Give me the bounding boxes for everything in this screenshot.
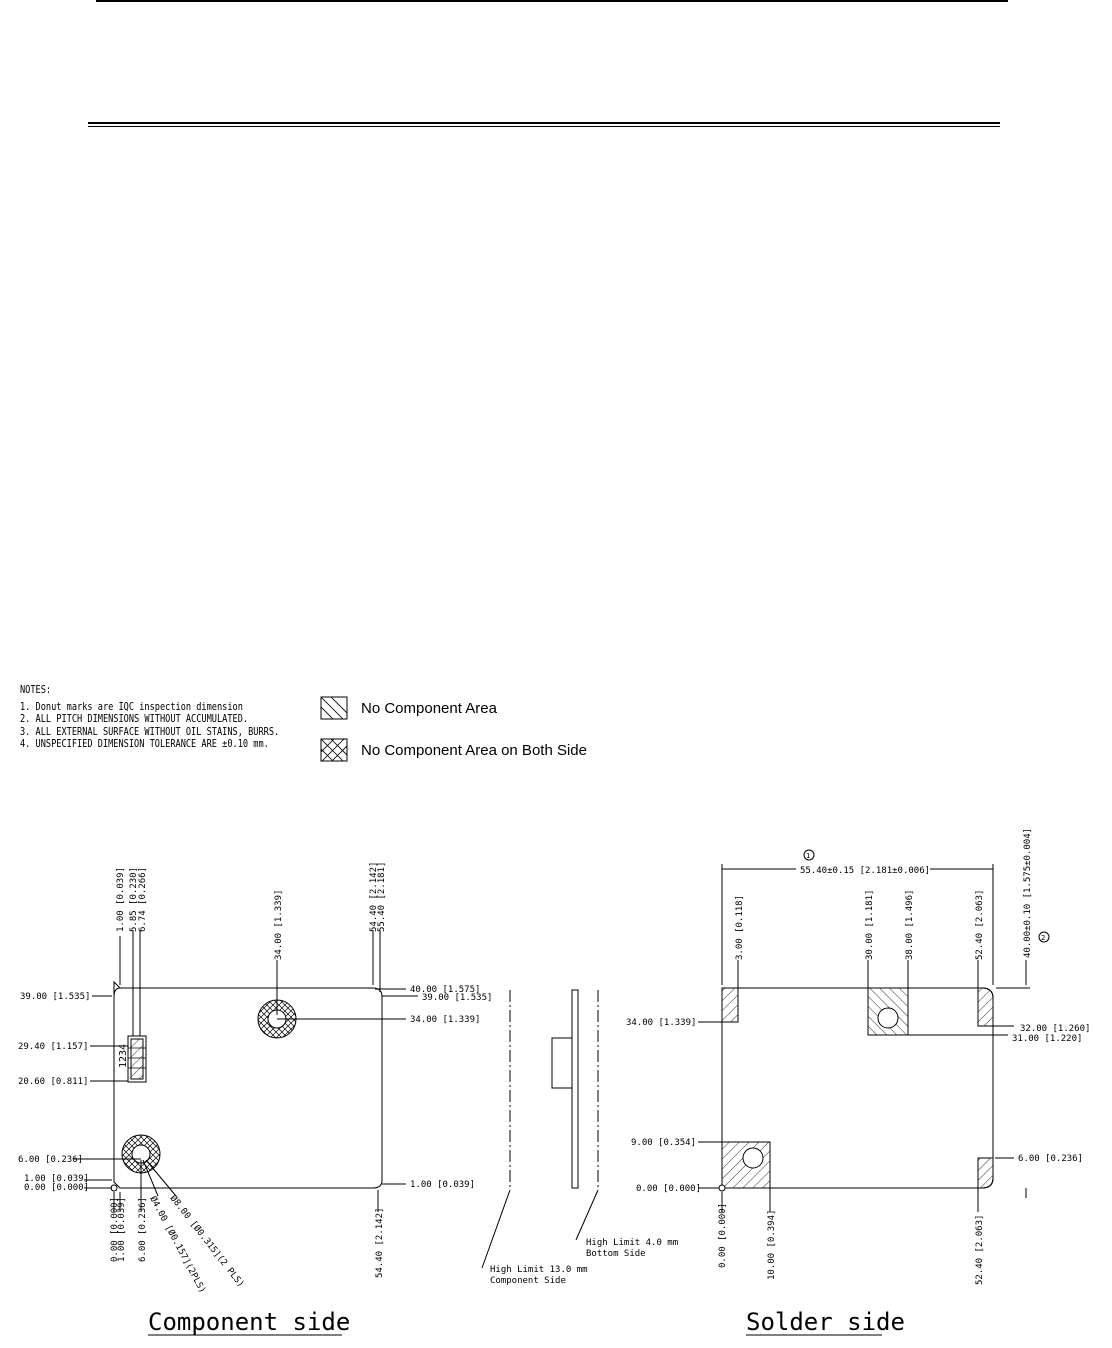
donut-mark-1-icon bbox=[803, 849, 815, 861]
solder-side-view bbox=[698, 849, 1050, 1212]
legend-single-side: No Component Area bbox=[320, 696, 497, 720]
overall-height-text: 40.00±0.10 [1.575±0.004] bbox=[1023, 828, 1033, 958]
connector-pin-text: 1234 bbox=[118, 1044, 129, 1068]
dim-text: 40.00 [1.575] bbox=[410, 985, 480, 995]
dim-text: 52.40 [2.063] bbox=[975, 1215, 985, 1285]
donut-mark-2-icon bbox=[1038, 931, 1050, 943]
dim-text: 9.00 [0.354] bbox=[631, 1138, 696, 1148]
single-hatch-swatch-icon bbox=[320, 696, 348, 720]
note-item: 3. ALL EXTERNAL SURFACE WITHOUT OIL STAI… bbox=[20, 725, 280, 738]
pcb-edge bbox=[571, 989, 579, 1189]
dim-text: 20.60 [0.811] bbox=[18, 1077, 88, 1087]
header-top-rule bbox=[96, 0, 1008, 2]
dim-text: 55.40 [2.181] bbox=[377, 862, 387, 932]
overall-width-text: 55.40±0.15 [2.181±0.006] bbox=[800, 866, 930, 876]
legend-single-label: No Component Area bbox=[361, 699, 497, 717]
limit-text: Component Side bbox=[490, 1276, 566, 1286]
dim-text: 38.00 [1.496] bbox=[905, 890, 915, 960]
keepout-bottom-right bbox=[977, 1157, 994, 1189]
component-side-caption: Component side bbox=[148, 1308, 350, 1336]
donut-mark-label: 2 bbox=[1041, 934, 1045, 942]
dim-text: 34.00 [1.339] bbox=[626, 1018, 696, 1028]
dim-text: 10.00 [0.394] bbox=[767, 1210, 777, 1280]
dim-text: 32.00 [1.260] bbox=[1020, 1024, 1090, 1034]
legend-both-label: No Component Area on Both Side bbox=[361, 741, 587, 759]
dim-text: 0.00 [0.000] bbox=[718, 1203, 728, 1268]
dim-text: 39.00 [1.535] bbox=[422, 993, 492, 1003]
component-side-view bbox=[74, 930, 418, 1212]
dim-text: 0.00 [0.000] bbox=[110, 1197, 120, 1262]
dim-text: 39.00 [1.535] bbox=[20, 992, 90, 1002]
dim-text: 0.00 [0.000] bbox=[24, 1183, 89, 1193]
dim-text: 6.00 [0.236] bbox=[138, 1197, 148, 1262]
header-double-rule-upper bbox=[88, 122, 1000, 124]
dim-text: 34.00 [1.339] bbox=[410, 1015, 480, 1025]
side-profile-view bbox=[481, 989, 599, 1269]
solder-side-caption: Solder side bbox=[746, 1308, 905, 1336]
dim-text: 6.00 [0.236] bbox=[1018, 1154, 1083, 1164]
dim-text: 1.00 [0.039] bbox=[117, 1197, 127, 1262]
donut-mark-label: 1 bbox=[806, 852, 810, 860]
note-item: 1. Donut marks are IQC inspection dimens… bbox=[20, 700, 243, 713]
dim-text: 34.00 [1.339] bbox=[274, 890, 284, 960]
keepout-top-right bbox=[977, 987, 994, 1027]
dim-text: 52.40 [2.063] bbox=[975, 890, 985, 960]
dim-text: 6.00 [0.236] bbox=[18, 1155, 83, 1165]
dim-text: 30.00 [1.181] bbox=[865, 890, 875, 960]
limit-text: High Limit 13.0 mm bbox=[490, 1265, 588, 1275]
dim-text: 1.00 [0.039] bbox=[24, 1174, 89, 1184]
note-item: 4. UNSPECIFIED DIMENSION TOLERANCE ARE ±… bbox=[20, 738, 269, 750]
notes-heading: NOTES: bbox=[20, 684, 52, 696]
dim-text: 29.40 [1.157] bbox=[18, 1042, 88, 1052]
limit-text: High Limit 4.0 mm bbox=[586, 1238, 678, 1248]
dim-text: 1.00 [0.039] bbox=[116, 867, 126, 932]
note-item: 2. ALL PITCH DIMENSIONS WITHOUT ACCUMULA… bbox=[20, 713, 249, 725]
component-height bbox=[551, 1037, 573, 1089]
dim-text: 1.00 [0.039] bbox=[410, 1180, 475, 1190]
legend-both-sides: No Component Area on Both Side bbox=[320, 738, 587, 762]
dim-text: 0.00 [0.000] bbox=[636, 1184, 701, 1194]
dim-text: 31.00 [1.220] bbox=[1012, 1034, 1082, 1044]
limit-text: Bottom Side bbox=[586, 1249, 646, 1259]
dim-text: 5.85 [0.230] bbox=[129, 867, 139, 932]
dim-text: 6.74 [0.266] bbox=[138, 867, 148, 932]
dim-text: 54.40 [2.142] bbox=[369, 862, 379, 932]
cross-hatch-swatch-icon bbox=[320, 738, 348, 762]
header-double-rule-lower bbox=[88, 126, 1000, 127]
dim-text: 3.00 [0.118] bbox=[735, 895, 745, 960]
dim-text: 54.40 [2.142] bbox=[375, 1208, 385, 1278]
connector-outline bbox=[127, 1035, 147, 1083]
keepout-top-left bbox=[721, 987, 739, 1023]
notes-block: NOTES: 1. Donut marks are IQC inspection… bbox=[20, 684, 279, 751]
